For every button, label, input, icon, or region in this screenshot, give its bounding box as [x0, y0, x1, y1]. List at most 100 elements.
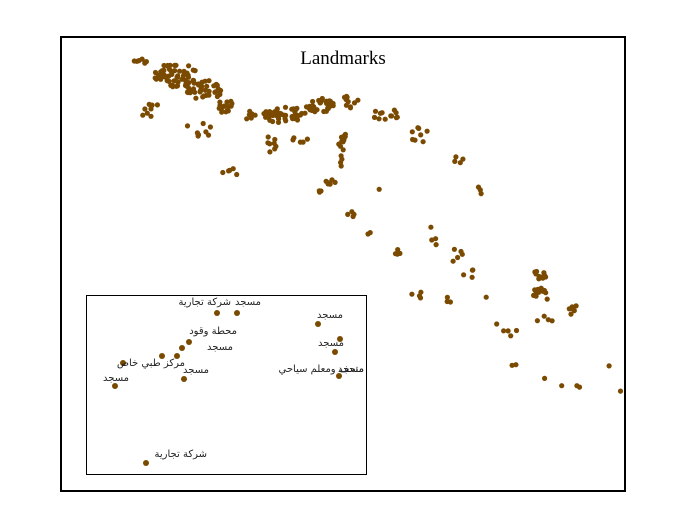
landmark-point[interactable] — [307, 107, 313, 113]
landmark-point[interactable] — [228, 98, 234, 104]
landmark-point[interactable] — [199, 83, 205, 89]
landmark-point[interactable] — [376, 116, 382, 122]
landmark-point[interactable] — [206, 88, 212, 94]
landmark-point[interactable] — [149, 102, 155, 108]
landmark-point[interactable] — [344, 93, 350, 99]
landmark-point[interactable] — [494, 321, 500, 327]
landmark-point[interactable] — [184, 89, 191, 95]
landmark-point[interactable] — [159, 68, 165, 74]
landmark-point[interactable] — [393, 110, 399, 116]
landmark-point[interactable] — [207, 124, 213, 130]
landmark-point[interactable] — [214, 93, 220, 100]
inset-landmark-point[interactable] — [143, 460, 149, 466]
landmark-point[interactable] — [338, 134, 345, 140]
landmark-point[interactable] — [455, 254, 461, 261]
landmark-point[interactable] — [234, 171, 240, 178]
landmark-point[interactable] — [267, 149, 273, 155]
landmark-point[interactable] — [166, 78, 172, 84]
landmark-point[interactable] — [197, 88, 203, 94]
landmark-point[interactable] — [410, 136, 416, 143]
landmark-point[interactable] — [460, 156, 466, 162]
landmark-point[interactable] — [340, 139, 346, 145]
landmark-point[interactable] — [152, 75, 158, 81]
landmark-point[interactable] — [418, 289, 424, 295]
inset-landmark-point[interactable] — [336, 373, 342, 379]
landmark-point[interactable] — [201, 93, 207, 99]
landmark-point[interactable] — [444, 294, 450, 300]
landmark-point[interactable] — [289, 106, 295, 112]
landmark-point[interactable] — [355, 97, 361, 103]
landmark-point[interactable] — [606, 363, 612, 369]
landmark-point[interactable] — [172, 62, 178, 68]
landmark-point[interactable] — [424, 128, 430, 134]
landmark-point[interactable] — [323, 98, 330, 104]
landmark-point[interactable] — [227, 167, 233, 173]
landmark-point[interactable] — [216, 105, 222, 111]
landmark-point[interactable] — [452, 158, 458, 164]
landmark-point[interactable] — [469, 267, 475, 273]
landmark-point[interactable] — [275, 119, 282, 125]
landmark-point[interactable] — [282, 104, 289, 110]
landmark-point[interactable] — [388, 113, 394, 119]
landmark-point[interactable] — [184, 123, 191, 129]
landmark-point[interactable] — [477, 187, 483, 193]
landmark-point[interactable] — [248, 115, 254, 121]
inset-landmark-point[interactable] — [179, 345, 185, 351]
landmark-point[interactable] — [283, 118, 289, 124]
landmark-point[interactable] — [541, 313, 547, 319]
landmark-point[interactable] — [283, 112, 289, 118]
landmark-point[interactable] — [186, 63, 192, 69]
landmark-point[interactable] — [433, 236, 439, 242]
landmark-point[interactable] — [418, 132, 424, 138]
landmark-point[interactable] — [244, 116, 250, 122]
landmark-point[interactable] — [274, 106, 280, 112]
landmark-point[interactable] — [461, 272, 467, 278]
landmark-point[interactable] — [513, 362, 519, 368]
landmark-point[interactable] — [338, 159, 344, 166]
landmark-point[interactable] — [540, 274, 546, 280]
landmark-point[interactable] — [161, 62, 167, 69]
landmark-point[interactable] — [416, 125, 422, 131]
landmark-point[interactable] — [223, 109, 229, 115]
landmark-point[interactable] — [377, 110, 383, 116]
landmark-point[interactable] — [190, 87, 196, 93]
landmark-point[interactable] — [542, 375, 548, 381]
landmark-point[interactable] — [266, 112, 272, 118]
landmark-point[interactable] — [329, 177, 335, 183]
landmark-point[interactable] — [195, 133, 201, 139]
inset-landmark-point[interactable] — [174, 353, 180, 359]
landmark-point[interactable] — [191, 80, 197, 86]
landmark-point[interactable] — [397, 250, 403, 256]
landmark-point[interactable] — [292, 115, 298, 121]
landmark-point[interactable] — [444, 298, 450, 305]
landmark-point[interactable] — [508, 333, 514, 339]
landmark-point[interactable] — [545, 317, 551, 323]
landmark-point[interactable] — [291, 135, 297, 141]
landmark-point[interactable] — [327, 181, 333, 187]
landmark-point[interactable] — [144, 110, 150, 116]
landmark-point[interactable] — [314, 107, 320, 113]
landmark-point[interactable] — [304, 136, 310, 142]
inset-landmark-point[interactable] — [315, 321, 321, 327]
landmark-point[interactable] — [221, 103, 227, 109]
landmark-point[interactable] — [483, 294, 489, 300]
landmark-point[interactable] — [450, 258, 456, 264]
landmark-point[interactable] — [206, 78, 212, 84]
inset-landmark-point[interactable] — [186, 339, 192, 345]
landmark-point[interactable] — [265, 134, 271, 140]
landmark-point[interactable] — [297, 139, 303, 145]
landmark-point[interactable] — [347, 104, 353, 110]
landmark-point[interactable] — [148, 113, 154, 119]
landmark-point[interactable] — [371, 114, 378, 120]
landmark-point[interactable] — [376, 186, 382, 192]
landmark-point[interactable] — [559, 383, 565, 389]
landmark-point[interactable] — [392, 251, 399, 257]
landmark-point[interactable] — [136, 58, 142, 64]
landmark-point[interactable] — [175, 73, 181, 79]
landmark-point[interactable] — [261, 111, 267, 117]
landmark-point[interactable] — [167, 62, 173, 68]
landmark-point[interactable] — [568, 311, 574, 317]
landmark-point[interactable] — [409, 291, 415, 297]
landmark-point[interactable] — [224, 99, 230, 105]
landmark-point[interactable] — [202, 78, 208, 84]
